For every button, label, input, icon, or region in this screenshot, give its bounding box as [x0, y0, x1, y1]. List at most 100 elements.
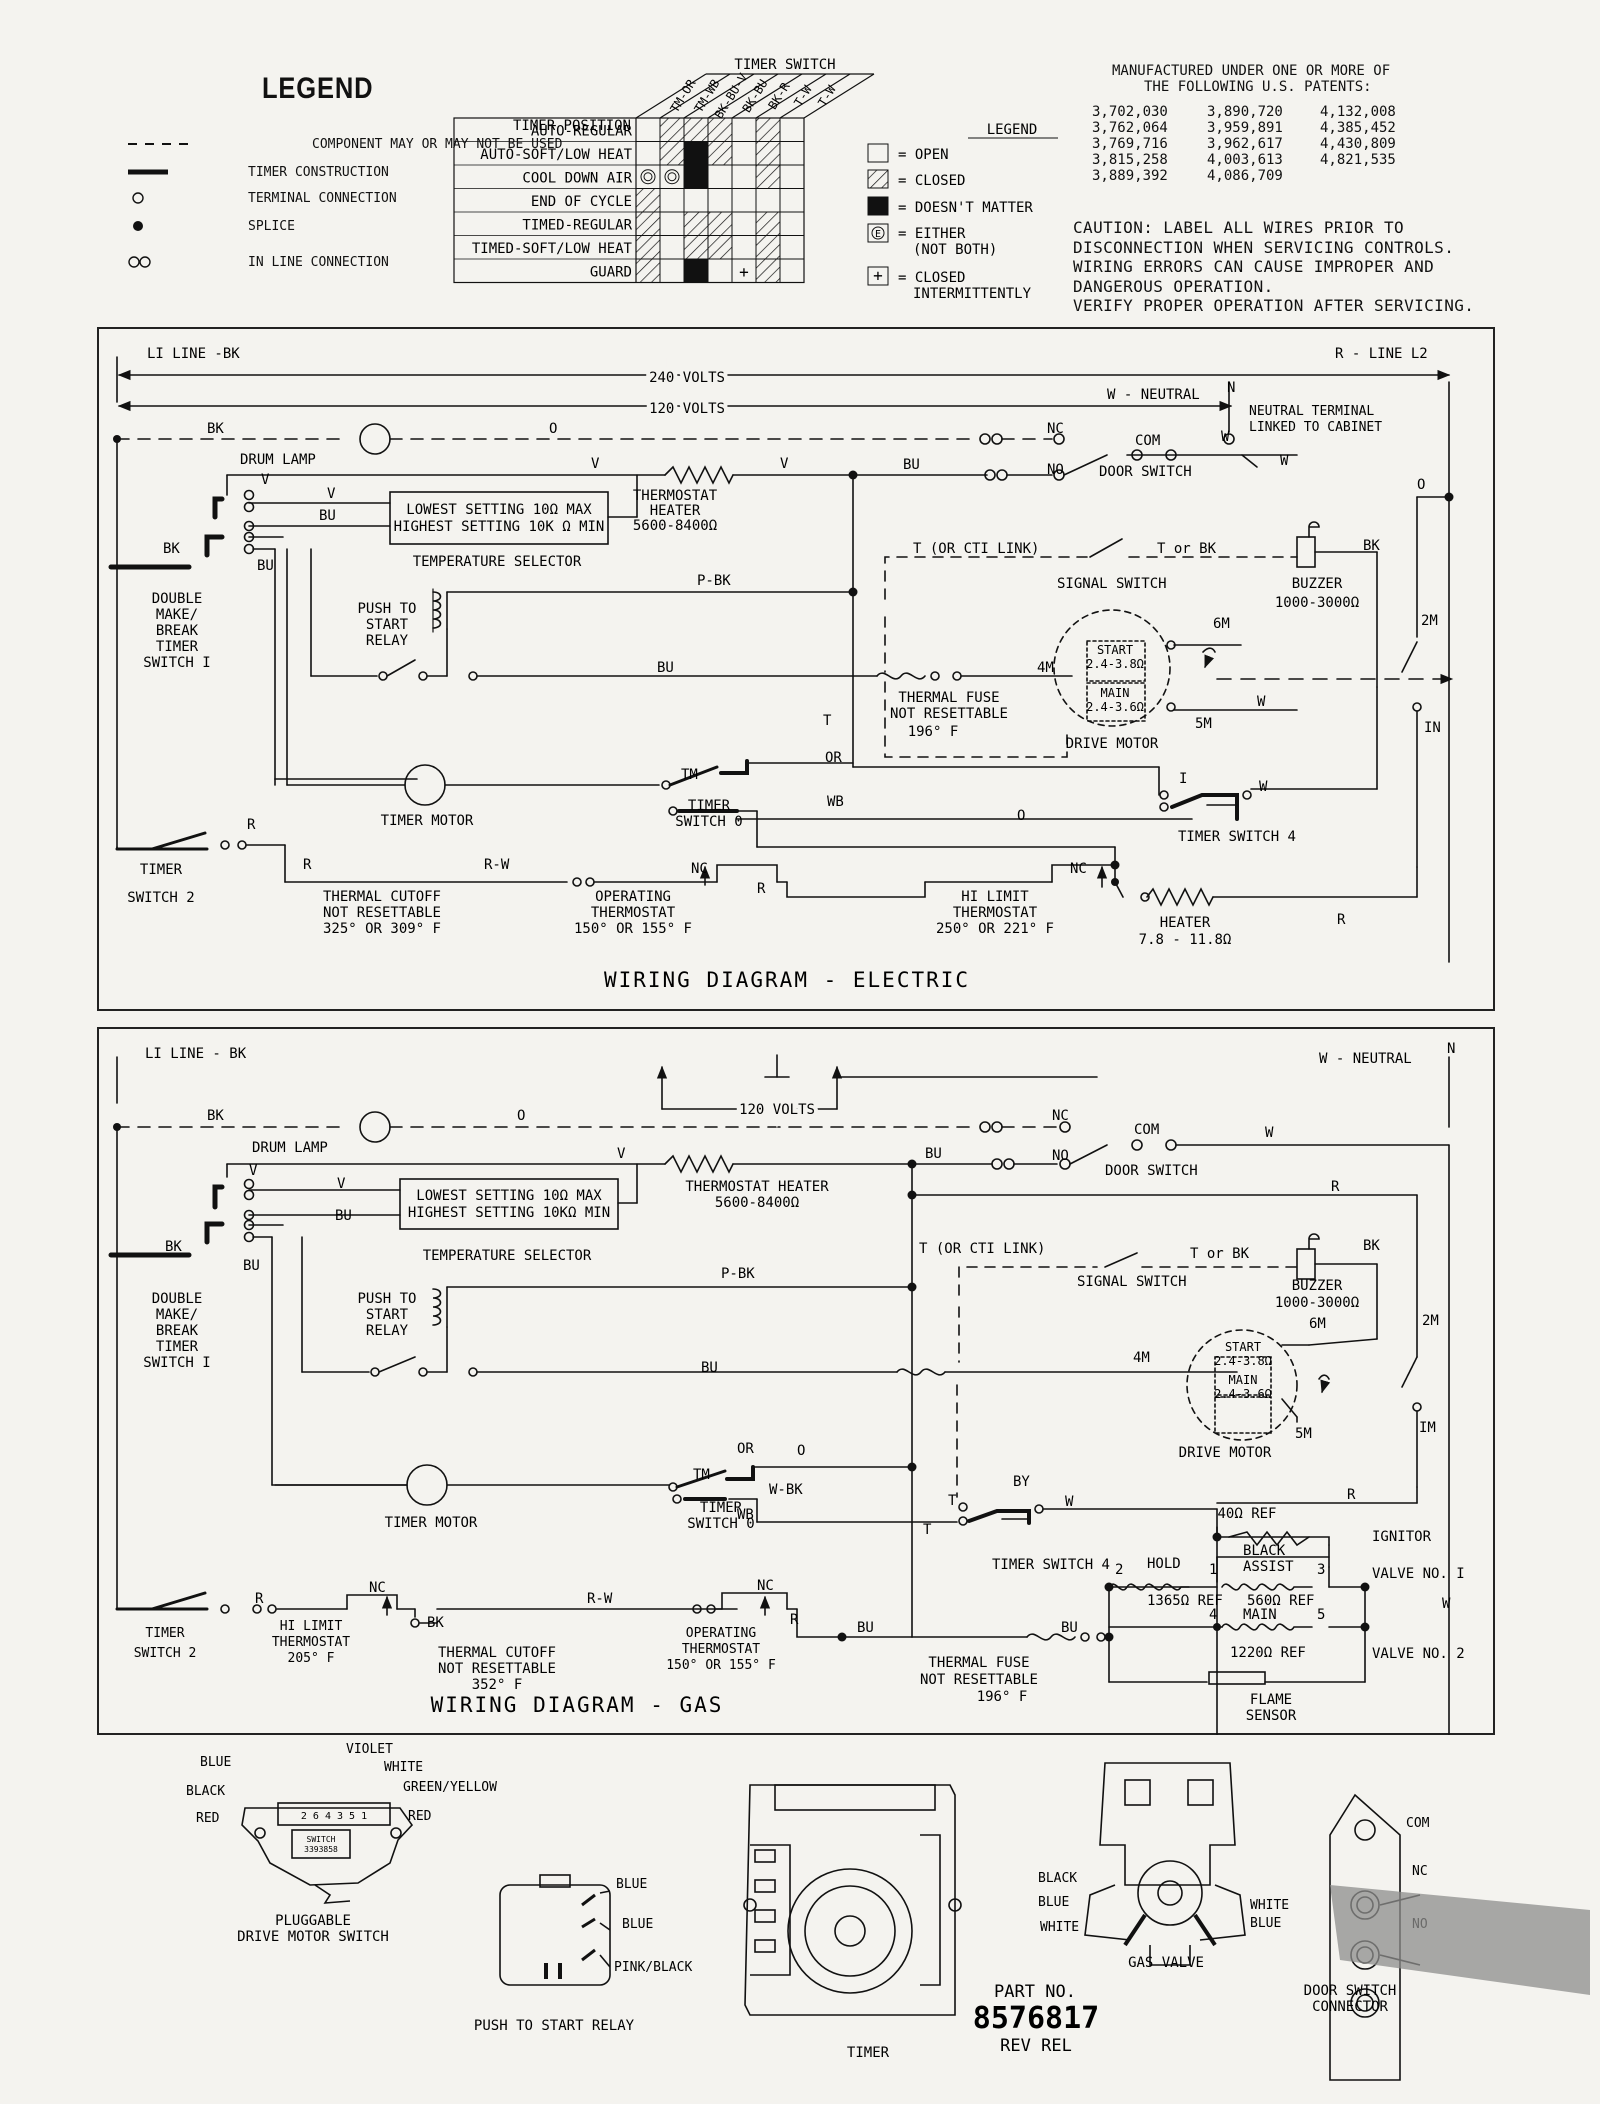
thermostat-heater-label: HEATER	[650, 503, 701, 519]
patent-number: 4,086,709	[1207, 168, 1283, 184]
legend-item-inline: IN LINE CONNECTION	[128, 252, 389, 272]
dashed-line-icon	[128, 143, 188, 145]
motor-start-value: 2.4-3.8Ω	[1214, 1354, 1272, 1368]
timer-chart-cell	[659, 258, 685, 283]
gas-diagram-title: WIRING DIAGRAM - GAS	[431, 1693, 724, 1717]
wire-label: W	[1257, 694, 1266, 710]
flame-sensor-label: SENSOR	[1246, 1708, 1297, 1724]
timer-switch-1-label: BREAK	[156, 623, 199, 639]
patent-number: 3,769,716	[1092, 136, 1168, 152]
t-or-bk-label: T or BK	[1157, 541, 1217, 557]
wire-label: OR	[825, 750, 842, 766]
wire-label: TM	[693, 1467, 710, 1483]
thermal-fuse-value: 196° F	[977, 1689, 1028, 1705]
drive-motor-label: DRIVE MOTOR	[1179, 1445, 1272, 1461]
timer-chart-cell	[635, 258, 661, 283]
timer-chart-cell	[755, 211, 781, 236]
legend-label: SPLICE	[248, 218, 295, 234]
rev-label: REV REL	[1000, 2036, 1072, 2056]
wire-label: V	[337, 1176, 346, 1192]
motor-switch-wire-label: RED	[408, 1809, 432, 1824]
timer-chart-cell	[779, 141, 805, 166]
door-switch-caption: CONNECTOR	[1312, 1999, 1388, 2015]
timer-position-row: GUARD	[590, 265, 632, 281]
timer-chart-cell	[659, 188, 685, 213]
wire-label: 6M	[1309, 1316, 1326, 1332]
wire-label: R	[303, 857, 312, 873]
wire-label: W	[1221, 429, 1230, 445]
double-circle-icon	[128, 256, 151, 268]
terminal-label: 2	[1115, 1562, 1123, 1578]
wire-label: WB	[737, 1507, 754, 1523]
patent-number: 4,132,008	[1320, 104, 1396, 120]
caution-line: VERIFY PROPER OPERATION AFTER SERVICING.	[1073, 296, 1475, 315]
hi-limit-label: HI LIMIT	[280, 1619, 343, 1634]
push-to-start-label: RELAY	[366, 1323, 409, 1339]
patent-number: 3,962,617	[1207, 136, 1283, 152]
wire-label: W	[1065, 1494, 1074, 1510]
timer-chart-cell	[635, 235, 661, 260]
timer-illustration	[743, 1784, 962, 2016]
v240-label: 240 VOLTS	[649, 370, 725, 386]
neutral-label: W - NEUTRAL	[1107, 387, 1200, 403]
relay-wire-label: BLUE	[616, 1877, 647, 1892]
door-switch-terminal-label: COM	[1406, 1816, 1430, 1831]
door-switch-label: DOOR SWITCH	[1099, 464, 1192, 480]
signal-switch-label: SIGNAL SWITCH	[1077, 1274, 1187, 1290]
assist-label: ASSIST	[1243, 1559, 1294, 1575]
svg-text:= OPEN: = OPEN	[898, 147, 949, 163]
wire-label: BU	[701, 1360, 718, 1376]
timer-switch-1-label: TIMER	[156, 1339, 199, 1355]
heater-value: 7.8 - 11.8Ω	[1139, 932, 1232, 948]
gas-wiring-panel	[97, 1027, 1495, 1735]
wire-label: NC	[1047, 421, 1064, 437]
motor-switch-wire-label: BLACK	[186, 1784, 225, 1799]
timer-chart-cell	[707, 258, 733, 283]
wire-label: V	[249, 1163, 258, 1179]
neutral-label: W - NEUTRAL	[1319, 1051, 1412, 1067]
timer-chart-cell	[707, 164, 733, 189]
timer-switch-title: TIMER SWITCH	[734, 57, 835, 73]
patent-number: 4,003,613	[1207, 152, 1283, 168]
svg-text:= CLOSED: = CLOSED	[898, 173, 965, 189]
wire-label: BK	[1363, 538, 1380, 554]
hi-limit-value: 250° OR 221° F	[936, 921, 1054, 937]
patent-number: 3,702,030	[1092, 104, 1168, 120]
wire-label: NC	[1070, 861, 1087, 877]
selector-high: HIGHEST SETTING 10KΩ MIN	[408, 1205, 610, 1221]
gas-valve-caption: GAS VALVE	[1128, 1955, 1204, 1971]
timer-position-row: END OF CYCLE	[531, 194, 632, 210]
thermal-cutoff-label: THERMAL CUTOFF	[438, 1645, 556, 1661]
svg-text:(NOT BOTH): (NOT BOTH)	[913, 242, 997, 258]
wire-label: COM	[1134, 1122, 1159, 1138]
timer-chart-cell	[683, 258, 709, 283]
timer-chart-cell	[659, 141, 685, 166]
wire-label: BU	[243, 1258, 260, 1274]
timer-chart-cell	[635, 117, 661, 142]
wire-label: BU	[857, 1620, 874, 1636]
timer-chart-cell	[755, 235, 781, 260]
terminal-label: 4	[1209, 1607, 1217, 1623]
timer-switch-2-label: SWITCH 2	[134, 1646, 197, 1661]
svg-text:= DOESN'T MATTER: = DOESN'T MATTER	[898, 200, 1033, 216]
timer-chart-cell	[659, 235, 685, 260]
valve1-label: VALVE NO. I	[1372, 1566, 1465, 1582]
wire-label: BU	[903, 457, 920, 473]
l1-label: LI LINE -BK	[147, 346, 240, 362]
motor-switch-wire-label: BLUE	[200, 1755, 231, 1770]
timer-column-header: T-W	[815, 82, 839, 108]
wire-label: 5M	[1295, 1426, 1312, 1442]
timer-position-header: TIMER POSITION	[513, 118, 631, 134]
wire-label: O	[1017, 808, 1025, 824]
wire-label: BK	[207, 421, 224, 437]
wire-label: 5M	[1195, 716, 1212, 732]
timer-chart-cell	[683, 141, 709, 166]
caution-line: DISCONNECTION WHEN SERVICING CONTROLS.	[1073, 237, 1455, 257]
selector-low: LOWEST SETTING 10Ω MAX	[416, 1188, 602, 1204]
wire-label: V	[327, 486, 336, 502]
wire-label: I	[1179, 771, 1187, 787]
timer-caption: TIMER	[847, 2045, 890, 2061]
wire-label: W	[1259, 779, 1268, 795]
flame-sensor-label: FLAME	[1250, 1692, 1292, 1708]
